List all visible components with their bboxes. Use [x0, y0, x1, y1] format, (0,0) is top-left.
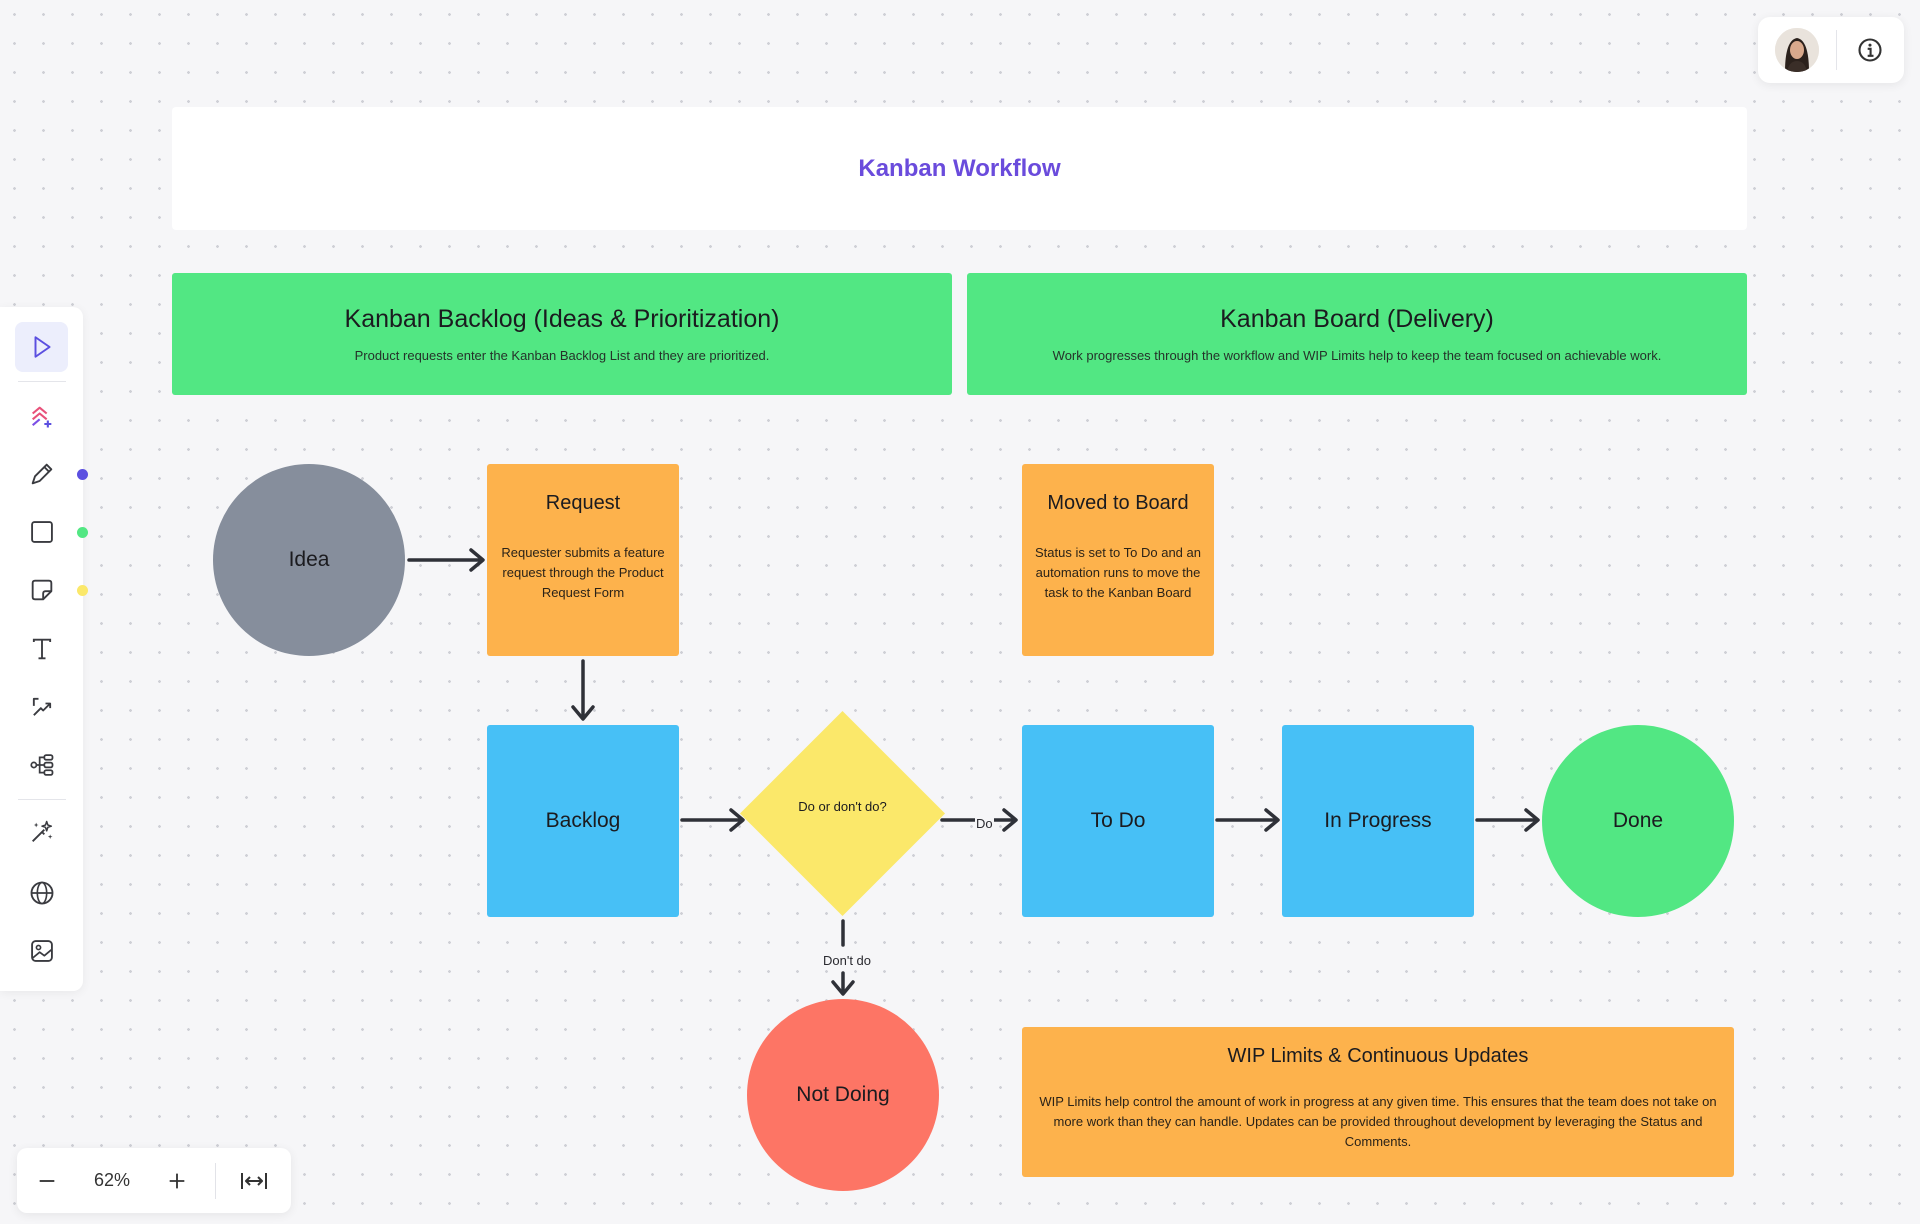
- sticky-color-dot: [77, 585, 88, 596]
- board-section-title: Kanban Board (Delivery): [1220, 305, 1494, 333]
- ai-shapes-button[interactable]: [15, 392, 68, 442]
- wip-limits-description: WIP Limits help control the amount of wo…: [1039, 1094, 1717, 1149]
- node-not-doing[interactable]: Not Doing: [747, 999, 939, 1191]
- ai-shapes-icon: [31, 406, 51, 428]
- square-icon: [30, 521, 53, 543]
- board-title-card[interactable]: Kanban Workflow: [172, 107, 1747, 230]
- backlog-section-description: Product requests enter the Kanban Backlo…: [354, 348, 770, 363]
- user-avatar-icon: [1775, 28, 1819, 72]
- node-request[interactable]: Request Requester submits a feature requ…: [487, 464, 679, 656]
- node-done[interactable]: Done: [1542, 725, 1734, 917]
- zoom-in-button[interactable]: [147, 1148, 207, 1213]
- select-tool-button[interactable]: [15, 322, 68, 372]
- mind-map-icon: [29, 754, 53, 776]
- node-idea[interactable]: Idea: [213, 464, 405, 656]
- magic-tool-button[interactable]: [15, 807, 68, 857]
- node-todo[interactable]: To Do: [1022, 725, 1214, 917]
- node-in-progress[interactable]: In Progress: [1282, 725, 1474, 917]
- node-not-doing-label: Not Doing: [796, 1083, 890, 1106]
- board-title[interactable]: Kanban Workflow: [858, 154, 1061, 182]
- node-moved-to-board[interactable]: Moved to Board Status is set to To Do an…: [1022, 464, 1214, 656]
- shape-color-dot: [77, 527, 88, 538]
- wip-limits-note[interactable]: WIP Limits & Continuous Updates WIP Limi…: [1022, 1027, 1734, 1177]
- node-moved-description: Status is set to To Do and an automation…: [1035, 545, 1201, 600]
- zoom-controls: 62%: [17, 1148, 291, 1213]
- zoom-out-button[interactable]: [17, 1148, 77, 1213]
- info-icon: [1858, 38, 1882, 62]
- text-icon: [32, 638, 51, 660]
- fit-to-screen-button[interactable]: [224, 1148, 284, 1213]
- plus-icon: [169, 1173, 185, 1188]
- backlog-section-header[interactable]: Kanban Backlog (Ideas & Prioritization) …: [172, 273, 952, 395]
- backlog-section-title: Kanban Backlog (Ideas & Prioritization): [344, 305, 780, 333]
- zoom-level[interactable]: 62%: [93, 1170, 131, 1190]
- embed-tool-button[interactable]: [15, 868, 68, 918]
- minus-icon: [39, 1179, 55, 1182]
- left-toolbar: [0, 307, 88, 991]
- pen-tool-button[interactable]: [15, 449, 68, 499]
- image-tool-button[interactable]: [15, 926, 68, 976]
- sticky-note-icon: [31, 579, 52, 601]
- node-in-progress-label: In Progress: [1324, 809, 1432, 832]
- node-idea-label: Idea: [288, 548, 330, 571]
- cursor-icon: [34, 336, 51, 358]
- edge-label-do: Do: [975, 816, 994, 831]
- text-tool-button[interactable]: [15, 624, 68, 674]
- connector-icon: [32, 697, 51, 716]
- node-backlog-label: Backlog: [545, 809, 621, 832]
- wip-limits-title: WIP Limits & Continuous Updates: [1227, 1045, 1529, 1067]
- node-request-title: Request: [545, 492, 621, 514]
- board-section-header[interactable]: Kanban Board (Delivery) Work progresses …: [967, 273, 1747, 395]
- node-decision-label: Do or don't do?: [798, 799, 887, 814]
- avatar[interactable]: [1775, 28, 1819, 72]
- node-done-label: Done: [1612, 809, 1664, 832]
- image-icon: [30, 940, 53, 962]
- top-right-controls: [1758, 17, 1904, 83]
- shape-tool-button[interactable]: [15, 507, 68, 557]
- node-request-description: Requester submits a feature request thro…: [501, 545, 665, 600]
- sticky-note-tool-button[interactable]: [15, 565, 68, 615]
- edge-label-dont-do: Don't do: [822, 953, 873, 968]
- connector-tool-button[interactable]: [15, 682, 68, 732]
- mind-map-tool-button[interactable]: [15, 740, 68, 790]
- magic-sparkles-icon: [31, 820, 52, 842]
- node-moved-title: Moved to Board: [1047, 492, 1189, 514]
- node-todo-label: To Do: [1090, 809, 1146, 832]
- board-section-description: Work progresses through the workflow and…: [1052, 348, 1662, 363]
- globe-icon: [30, 881, 53, 905]
- pen-icon: [31, 463, 52, 485]
- pen-color-dot: [77, 469, 88, 480]
- info-button[interactable]: [1837, 18, 1904, 83]
- fit-width-icon: [241, 1172, 267, 1189]
- node-backlog[interactable]: Backlog: [487, 725, 679, 917]
